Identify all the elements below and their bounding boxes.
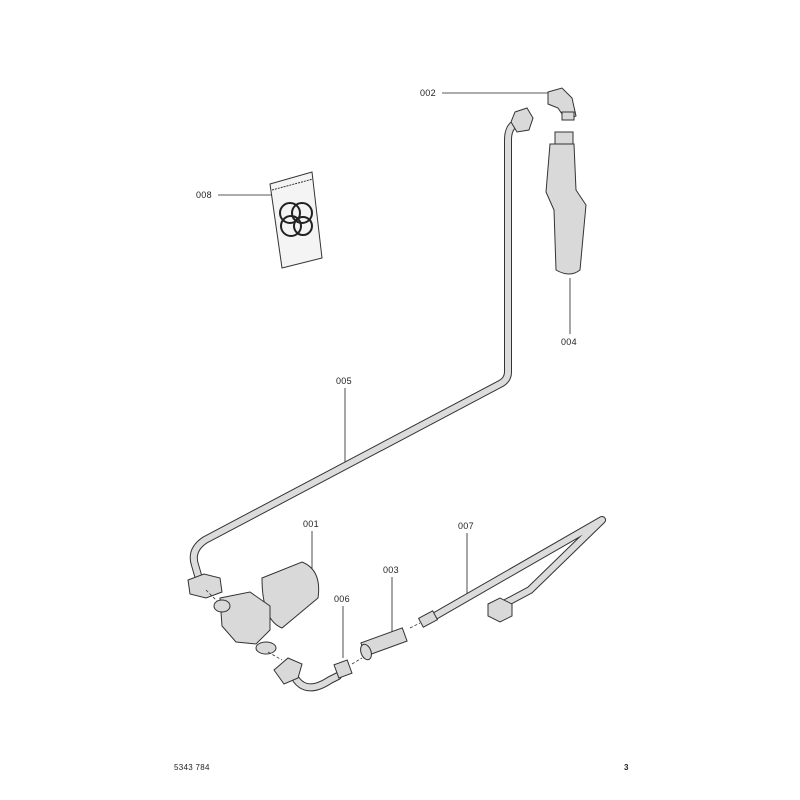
part-008-seal-bag bbox=[269, 171, 323, 269]
part-003-connector bbox=[360, 622, 421, 661]
part-label-002: 002 bbox=[420, 88, 436, 98]
part-label-003: 003 bbox=[383, 565, 399, 575]
part-label-006: 006 bbox=[334, 594, 350, 604]
part-005-pipe bbox=[187, 107, 534, 599]
part-label-004: 004 bbox=[561, 337, 577, 347]
part-004-hose bbox=[545, 131, 587, 275]
part-006-elbow-connector bbox=[267, 651, 363, 692]
part-002-elbow bbox=[547, 87, 577, 121]
part-001-pump bbox=[205, 561, 320, 655]
document-number: 5343 784 bbox=[174, 763, 210, 772]
part-label-005: 005 bbox=[336, 376, 352, 386]
part-007-hose bbox=[417, 516, 606, 628]
leader-lines bbox=[218, 92, 571, 658]
part-label-008: 008 bbox=[196, 190, 212, 200]
part-label-007: 007 bbox=[458, 521, 474, 531]
part-label-001: 001 bbox=[303, 519, 319, 529]
page-number: 3 bbox=[624, 763, 629, 772]
